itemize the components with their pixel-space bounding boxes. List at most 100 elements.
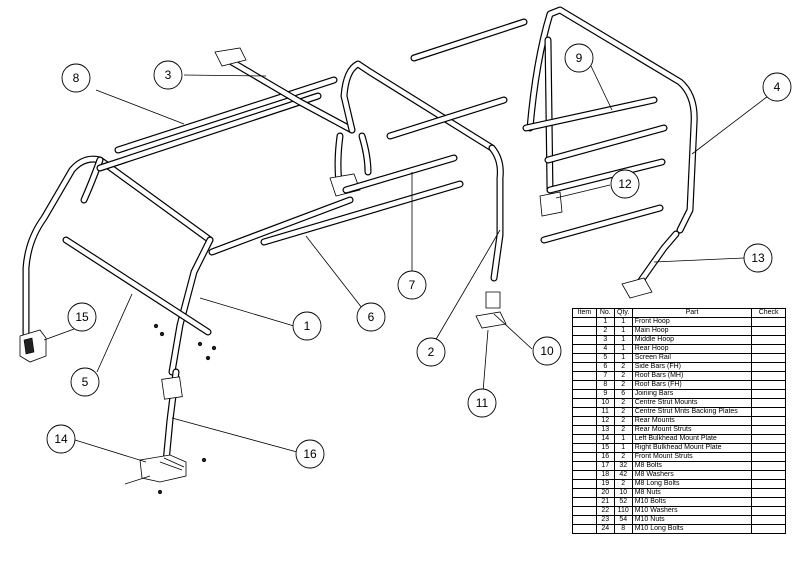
bom-cell-qty: 2 — [613, 407, 633, 417]
bom-cell-check — [751, 353, 786, 363]
bom-cell-item — [572, 515, 597, 525]
svg-text:16: 16 — [303, 447, 317, 461]
joining-bars — [522, 96, 668, 244]
bom-cell-check — [751, 506, 786, 516]
bom-cell-no: 19 — [595, 479, 615, 489]
bom-cell-check — [751, 362, 786, 372]
bom-cell-no: 5 — [595, 353, 615, 363]
bom-cell-part: Side Bars (FH) — [631, 362, 753, 372]
bom-cell-no: 21 — [595, 497, 615, 507]
bom-cell-check — [751, 515, 786, 525]
bom-cell-no: 18 — [595, 470, 615, 480]
bom-cell-part: Centre Strut Mnts Backing Plates — [631, 407, 753, 417]
bom-cell-qty: 2 — [613, 479, 633, 489]
svg-text:3: 3 — [165, 68, 172, 82]
callout-10: 10 — [532, 336, 562, 366]
bom-cell-part: Screen Rail — [631, 353, 753, 363]
main-hoop — [475, 144, 507, 329]
bom-cell-qty: 32 — [613, 461, 633, 471]
bom-cell-no: 15 — [595, 443, 615, 453]
bom-cell-no: 11 — [595, 407, 615, 417]
callout-3: 3 — [153, 60, 183, 90]
bom-cell-item — [572, 443, 597, 453]
bom-cell-item — [572, 425, 597, 435]
callout-6: 6 — [356, 302, 386, 332]
bom-cell-check — [751, 416, 786, 426]
bom-cell-no: 8 — [595, 380, 615, 390]
bom-cell-part: Joining Bars — [631, 389, 753, 399]
bom-cell-part: Rear Hoop — [631, 344, 753, 354]
bom-cell-qty: 2 — [613, 416, 633, 426]
callout-13: 13 — [743, 243, 773, 273]
bom-cell-item — [572, 407, 597, 417]
svg-text:11: 11 — [476, 396, 489, 410]
bom-cell-item — [572, 335, 597, 345]
bom-cell-part: Main Hoop — [631, 326, 753, 336]
bom-cell-item — [572, 497, 597, 507]
bom-cell-part: Front Hoop — [631, 317, 753, 327]
joining-bars-upper — [410, 18, 528, 62]
bom-cell-qty: 2 — [613, 380, 633, 390]
bom-cell-check — [751, 335, 786, 345]
svg-text:8: 8 — [73, 71, 80, 85]
bom-cell-check — [751, 470, 786, 480]
front-mount-strut — [161, 368, 183, 466]
callout-4: 4 — [762, 72, 792, 102]
bom-cell-check — [751, 371, 786, 381]
bom-cell-qty: 1 — [613, 326, 633, 336]
rear-hoop — [526, 6, 698, 234]
roof-bars-fh — [96, 76, 338, 172]
bom-cell-no: 2 — [595, 326, 615, 336]
bom-cell-item — [572, 506, 597, 516]
bom-cell-part: Middle Hoop — [631, 335, 753, 345]
bom-cell-item — [572, 452, 597, 462]
bom-cell-check — [751, 389, 786, 399]
screen-rail — [62, 236, 212, 336]
bom-cell-no: 1 — [595, 317, 615, 327]
bom-cell-part: M8 Nuts — [631, 488, 753, 498]
bom-cell-item — [572, 317, 597, 327]
bom-cell-qty: 1 — [613, 335, 633, 345]
bom-cell-check — [751, 497, 786, 507]
bom-cell-check — [751, 443, 786, 453]
bom-cell-part: Rear Mounts — [631, 416, 753, 426]
bom-cell-qty: 2 — [613, 452, 633, 462]
bom-cell-check — [751, 452, 786, 462]
bom-cell-no: 3 — [595, 335, 615, 345]
bom-header-item: Item — [572, 308, 597, 318]
bom-cell-no: 16 — [595, 452, 615, 462]
bom-cell-check — [751, 317, 786, 327]
bom-cell-qty: 52 — [613, 497, 633, 507]
bom-cell-item — [572, 434, 597, 444]
bom-cell-part: Left Bulkhead Mount Plate — [631, 434, 753, 444]
callout-12: 12 — [610, 169, 640, 199]
bom-cell-check — [751, 461, 786, 471]
middle-hoop — [214, 47, 496, 197]
bom-cell-part: Rear Mount Struts — [631, 425, 753, 435]
left-bulkhead-mount-plate — [124, 454, 187, 485]
bom-cell-qty: 2 — [613, 425, 633, 435]
bom-cell-check — [751, 380, 786, 390]
bom-cell-part: M8 Long Bolts — [631, 479, 753, 489]
svg-text:13: 13 — [751, 251, 765, 265]
callout-15: 15 — [67, 302, 97, 332]
bom-header-row: Item No. Qty. Part Check — [572, 308, 786, 318]
bom-cell-qty: 1 — [613, 443, 633, 453]
bom-cell-no: 23 — [595, 515, 615, 525]
callout-9: 9 — [564, 43, 594, 73]
bom-cell-no: 13 — [595, 425, 615, 435]
callout-2: 2 — [416, 337, 446, 367]
bom-cell-item — [572, 416, 597, 426]
